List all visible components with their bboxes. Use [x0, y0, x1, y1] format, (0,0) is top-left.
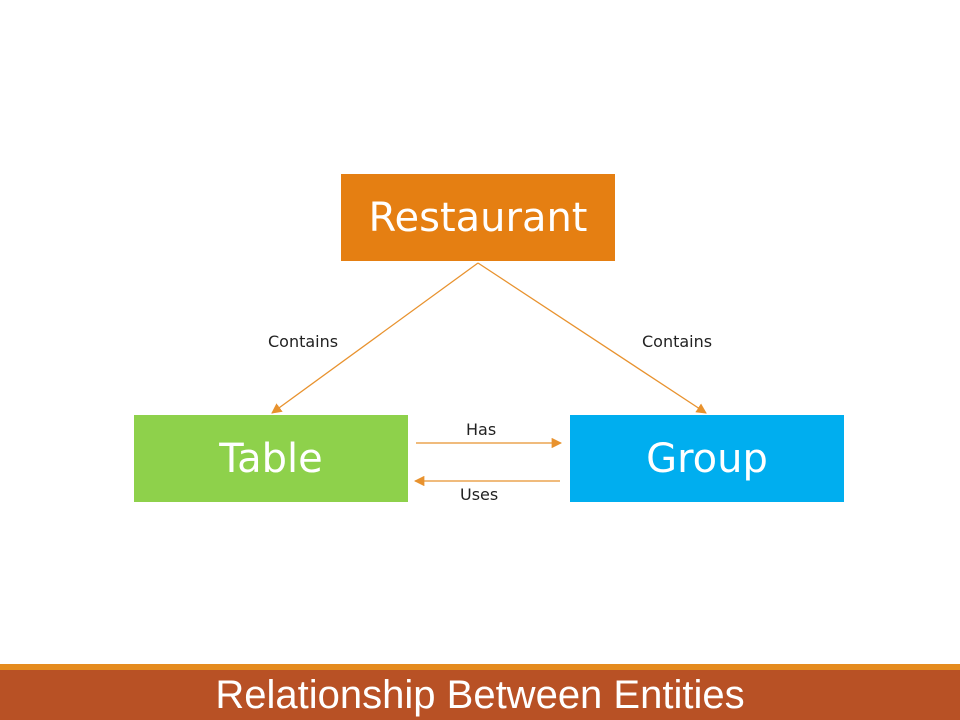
entity-group-label: Group	[646, 435, 768, 482]
entity-table-label: Table	[219, 435, 323, 482]
entity-restaurant-label: Restaurant	[368, 194, 588, 241]
relation-label-restaurant-group: Contains	[642, 332, 713, 351]
relation-label-group-table: Uses	[460, 485, 499, 504]
entity-group: Group	[570, 415, 844, 502]
arrow-restaurant-to-group	[477, 262, 707, 414]
relation-label-table-group: Has	[466, 420, 497, 439]
entity-table: Table	[134, 415, 408, 502]
footer-title: Relationship Between Entities	[215, 672, 745, 717]
relation-label-restaurant-table: Contains	[268, 332, 339, 351]
footer-accent-line	[0, 664, 960, 670]
footer-bar: Relationship Between Entities	[0, 670, 960, 720]
entity-restaurant: Restaurant	[341, 174, 615, 261]
arrow-restaurant-to-table	[271, 262, 479, 414]
